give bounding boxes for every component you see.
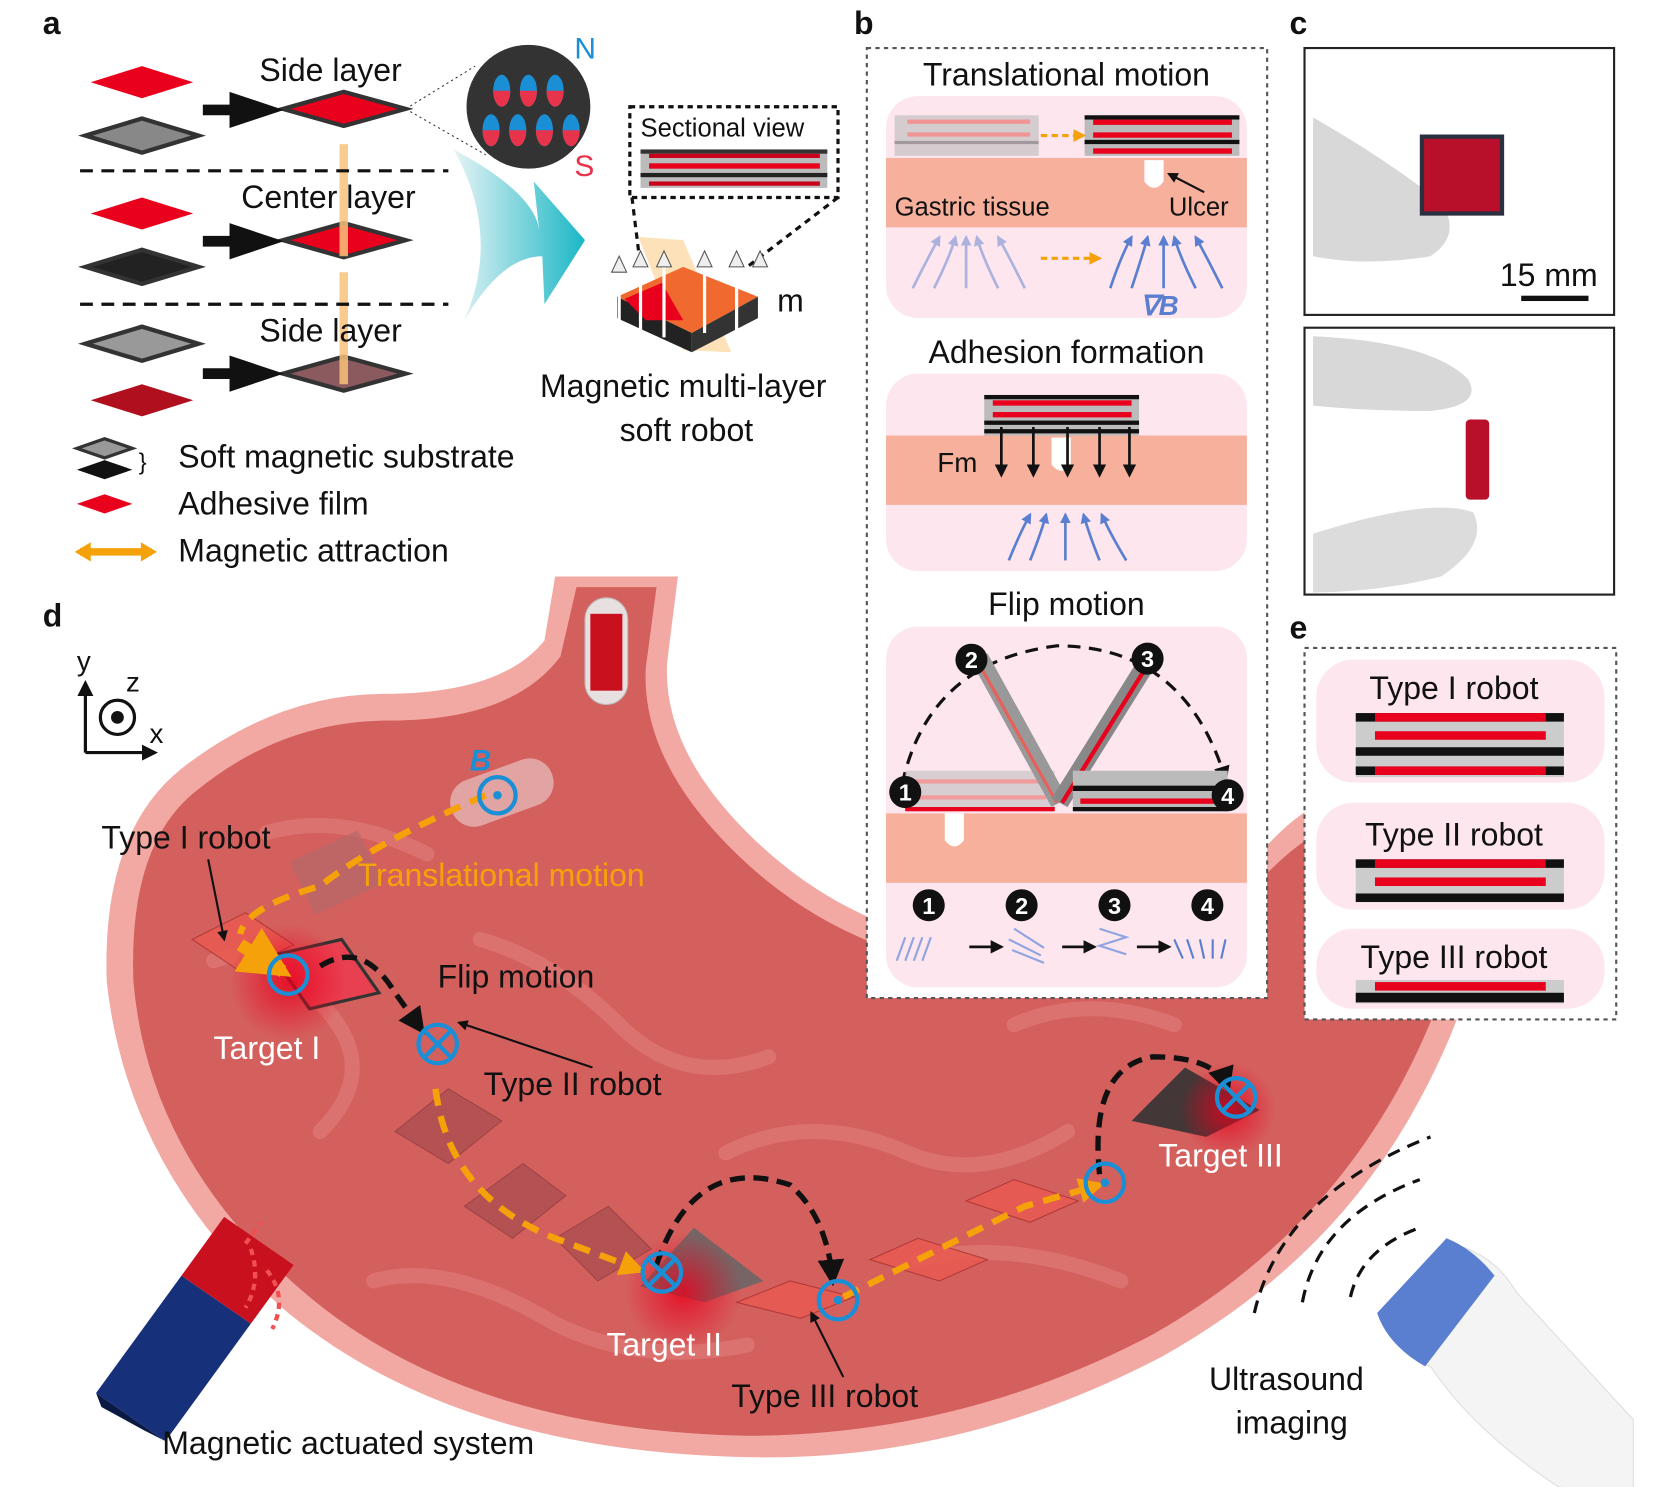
axis-x-label: x (149, 718, 163, 749)
ultrasound-label: imaging (1236, 1405, 1348, 1441)
field-markers (266, 774, 1258, 1322)
panel-d: d y z x (43, 576, 1634, 1487)
magnetization-zoom: N S (405, 33, 596, 183)
layer-diamonds (78, 66, 414, 417)
gradient-b-label: ∇B (1140, 290, 1179, 321)
axes-indicator: y z x (77, 645, 163, 761)
legend-attraction: Magnetic attraction (178, 532, 449, 568)
robot-after (1084, 115, 1240, 156)
robot-adhered (984, 394, 1140, 436)
step-3: 3 (1108, 893, 1121, 919)
side-layer-label: Side layer (259, 52, 402, 88)
side-layer-label: Side layer (259, 313, 402, 349)
panel-label-b: b (854, 5, 874, 41)
force-label: Fm (937, 447, 977, 478)
type1-robot-label: Type I robot (1369, 670, 1538, 706)
legend-substrate: Soft magnetic substrate (178, 439, 514, 475)
type1-robot-section (1355, 713, 1564, 778)
ulcer-label: Ulcer (1169, 194, 1229, 222)
step-3: 3 (1141, 646, 1154, 672)
panel-e: e Type I robot Type II robot Type III ro… (1290, 609, 1618, 1021)
legend: } Soft magnetic substrate Adhesive film … (71, 437, 515, 568)
panel-label-c: c (1290, 5, 1308, 41)
robot-caption: Magnetic multi-layer (540, 368, 827, 404)
target3-label: Target III (1158, 1138, 1283, 1174)
step-2: 2 (1015, 893, 1028, 919)
magnet (96, 1216, 294, 1442)
step-1: 1 (899, 780, 912, 806)
robot-before (894, 115, 1039, 156)
panel-a: a Side layer Center layer Side layer (43, 5, 840, 568)
gastric-tissue-label: Gastric tissue (895, 194, 1050, 222)
translational-label: Translational motion (358, 857, 645, 893)
panel-label-a: a (43, 5, 62, 41)
flip-title: Flip motion (988, 586, 1145, 622)
step-4: 4 (1221, 783, 1234, 809)
type2-robot-label: Type II robot (1365, 816, 1543, 852)
translational-title: Translational motion (923, 56, 1210, 92)
svg-text:}: } (139, 449, 147, 475)
panel-label-e: e (1290, 609, 1308, 645)
multilayer-robot: m (610, 236, 804, 353)
adhesion-title: Adhesion formation (929, 334, 1205, 370)
flip-label: Flip motion (438, 958, 595, 994)
axis-y-label: y (77, 645, 91, 676)
assembly-arrow (453, 149, 586, 321)
pole-n-label: N (574, 33, 596, 66)
type3-robot-section (1355, 979, 1564, 1004)
step-1: 1 (922, 893, 935, 919)
type2-robot-section (1355, 859, 1564, 903)
field-b-label: B (470, 745, 492, 778)
type3-label: Type III robot (731, 1378, 918, 1414)
panel-label-d: d (43, 598, 63, 634)
moment-label: m (777, 283, 804, 319)
sectional-view-label: Sectional view (641, 115, 805, 143)
magnet-label: Magnetic actuated system (162, 1425, 534, 1461)
robot-caption: soft robot (620, 412, 754, 448)
process-arrows (202, 91, 284, 392)
flip-states (905, 653, 1228, 812)
scale-bar (1521, 295, 1589, 302)
type2-label: Type II robot (484, 1066, 662, 1102)
ultrasound-probe (1252, 1135, 1634, 1487)
type3-robot-label: Type III robot (1361, 939, 1548, 975)
step-markers: 1 2 3 4 1 2 3 4 (889, 642, 1244, 922)
legend-adhesive: Adhesive film (178, 486, 368, 522)
scale-bar-label: 15 mm (1500, 257, 1598, 293)
panel-b: b Translational motion Gastric tissue Ul… (854, 5, 1269, 1000)
step-4: 4 (1201, 893, 1214, 919)
ultrasound-label: Ultrasound (1209, 1361, 1364, 1397)
pole-s-label: S (574, 150, 594, 183)
step-2: 2 (965, 647, 978, 673)
type1-label: Type I robot (101, 820, 270, 856)
center-layer-label: Center layer (241, 179, 416, 215)
target2-label: Target II (606, 1327, 722, 1363)
panel-c: c 15 mm (1290, 5, 1616, 596)
robot-path (191, 758, 1276, 1351)
target1-label: Target I (214, 1030, 321, 1066)
axis-z-label: z (126, 667, 140, 698)
